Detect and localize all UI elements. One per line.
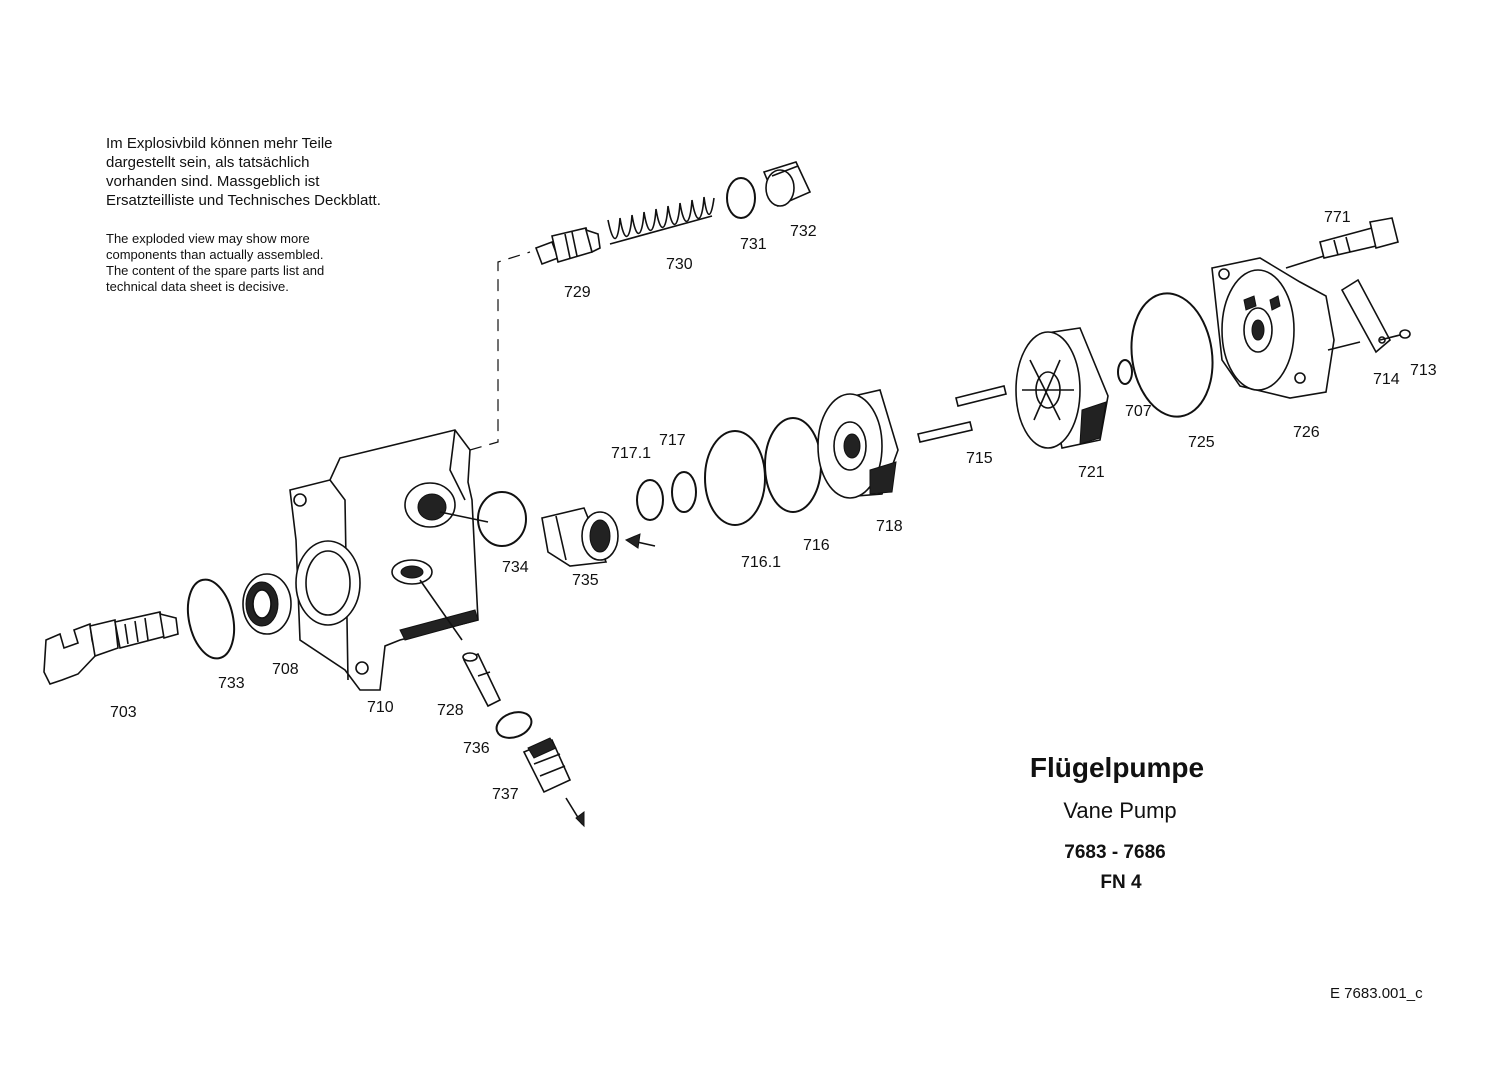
label-733: 733 [218, 675, 245, 692]
outlet-arrow [565, 797, 585, 828]
document-reference: E 7683.001_c [1330, 985, 1423, 1002]
note-de-line: Ersatzteilliste und Technisches Deckblat… [106, 192, 381, 209]
label-710: 710 [367, 699, 394, 716]
label-736: 736 [463, 740, 490, 757]
part-ring-717-1 [636, 479, 664, 521]
part-ring-707 [1117, 359, 1133, 385]
dashed-leader-729 [469, 251, 531, 451]
label-732: 732 [790, 223, 817, 240]
part-bolt [1319, 217, 1399, 259]
leader-734 [439, 511, 489, 523]
part-spring [607, 196, 715, 245]
part-shaft-seal [242, 573, 292, 635]
model-range: 7683 - 7686 [1064, 842, 1166, 863]
part-oring-733 [186, 578, 236, 660]
label-714: 714 [1373, 371, 1400, 388]
leader-771 [1285, 255, 1325, 269]
note-de-line: vorhanden sind. Massgeblich ist [106, 173, 320, 190]
part-drive-shaft [43, 611, 179, 685]
part-name-plate [1340, 278, 1392, 354]
label-717-1: 717.1 [611, 445, 651, 462]
label-708: 708 [272, 661, 299, 678]
part-plug [762, 161, 812, 208]
note-german: Im Explosivbild können mehr Teile darges… [106, 134, 381, 210]
label-713: 713 [1410, 362, 1437, 379]
label-716-1: 716.1 [741, 554, 781, 571]
label-728: 728 [437, 702, 464, 719]
part-valve-piston [462, 652, 502, 708]
note-en-line: The content of the spare parts list and [106, 263, 325, 278]
part-outlet-fitting [522, 737, 572, 794]
label-718: 718 [876, 518, 903, 535]
label-703: 703 [110, 704, 137, 721]
leader-728 [419, 579, 463, 641]
note-english: The exploded view may show more componen… [106, 231, 324, 295]
note-de-line: Im Explosivbild können mehr Teile [106, 135, 333, 152]
label-715: 715 [966, 450, 993, 467]
title-german: Flügelpumpe [1029, 752, 1205, 783]
title-english: Vane Pump [1063, 798, 1177, 823]
label-737: 737 [492, 786, 519, 803]
part-ring-717 [671, 471, 697, 513]
label-725: 725 [1188, 434, 1215, 451]
part-valve-body [534, 227, 601, 266]
part-ring-734 [477, 491, 527, 547]
part-oring-725 [1130, 292, 1214, 418]
label-721: 721 [1078, 464, 1105, 481]
label-707: 707 [1125, 403, 1152, 420]
label-734: 734 [502, 559, 529, 576]
part-oring-716 [764, 417, 822, 513]
label-731: 731 [740, 236, 767, 253]
note-en-line: The exploded view may show more [106, 231, 310, 246]
note-en-line: technical data sheet is decisive. [106, 279, 289, 294]
leader-714 [1327, 341, 1361, 351]
part-ring-731 [726, 177, 756, 219]
label-717: 717 [659, 432, 686, 449]
part-pump-housing [289, 429, 479, 691]
note-de-line: dargestellt sein, als tatsächlich [106, 154, 310, 171]
part-oring-716-1 [704, 430, 766, 526]
label-735: 735 [572, 572, 599, 589]
label-729: 729 [564, 284, 591, 301]
label-716: 716 [803, 537, 830, 554]
part-pump-cover [1211, 257, 1335, 399]
fn-code: FN 4 [1100, 872, 1142, 893]
part-inlet-fitting [541, 507, 619, 567]
part-rivet [1379, 329, 1411, 341]
part-pressure-plate [817, 389, 899, 499]
note-en-line: components than actually assembled. [106, 247, 324, 262]
part-dowel-pins [917, 385, 1007, 443]
label-771: 771 [1324, 209, 1351, 226]
label-726: 726 [1293, 424, 1320, 441]
part-ring-736 [495, 711, 533, 739]
inlet-arrow [624, 533, 656, 549]
part-rotor-set [1015, 327, 1109, 449]
label-730: 730 [666, 256, 693, 273]
